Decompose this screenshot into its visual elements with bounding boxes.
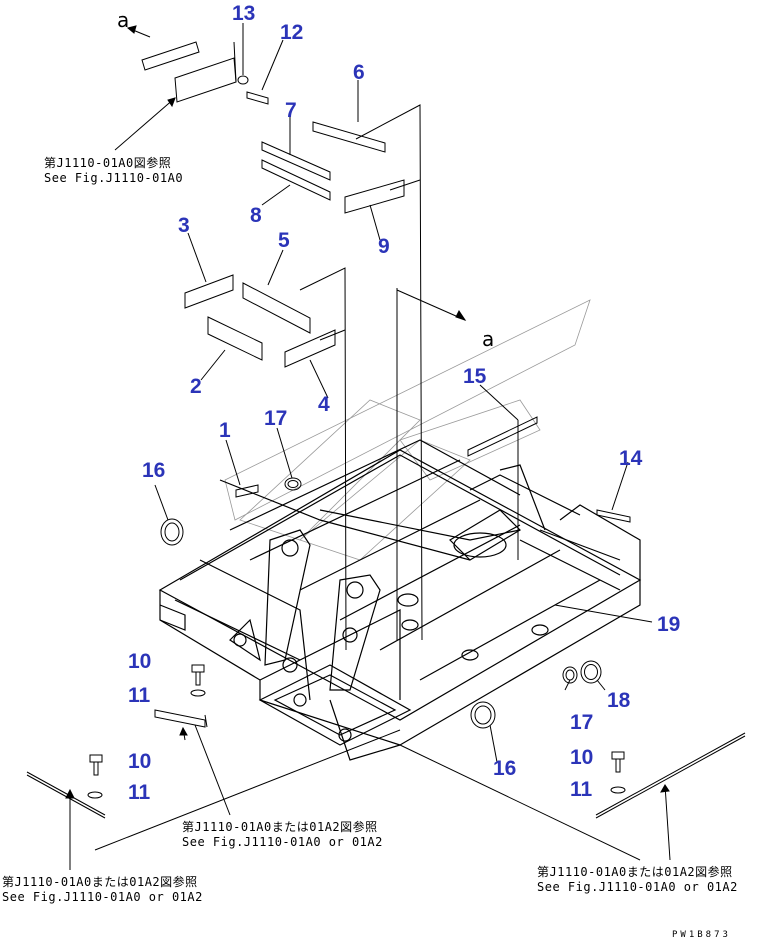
callout-2: 2	[190, 375, 202, 398]
callout-10-right: 10	[570, 746, 594, 769]
callout-14: 14	[619, 447, 643, 470]
reference-top-en: See Fig.J1110-01A0	[44, 171, 184, 185]
reference-center-jp: 第J1110-01A0または01A2図参照	[182, 820, 378, 834]
callout-10-left: 10	[128, 750, 152, 773]
reference-top: 第J1110-01A0図参照 See Fig.J1110-01A0	[44, 156, 183, 186]
callout-7: 7	[285, 99, 297, 122]
callout-13: 13	[232, 2, 256, 25]
callout-5: 5	[278, 229, 290, 252]
arrow-label-a-middle: a	[482, 327, 495, 351]
callout-11-mid: 11	[128, 684, 151, 707]
callout-6: 6	[353, 61, 365, 84]
callout-18: 18	[607, 689, 631, 712]
drawing-code: PW1B873	[672, 930, 731, 940]
reference-top-jp: 第J1110-01A0図参照	[44, 156, 172, 170]
callout-10-mid: 10	[128, 650, 152, 673]
reference-right-jp: 第J1110-01A0または01A2図参照	[537, 865, 733, 879]
reference-right: 第J1110-01A0または01A2図参照 See Fig.J1110-01A0…	[537, 865, 738, 895]
callout-19: 19	[657, 613, 681, 636]
callout-11-left: 11	[128, 781, 151, 804]
callout-17-bottom: 17	[570, 711, 594, 734]
callout-9: 9	[378, 235, 390, 258]
callout-16-bottom: 16	[493, 757, 517, 780]
reference-center: 第J1110-01A0または01A2図参照 See Fig.J1110-01A0…	[182, 820, 383, 850]
callout-15: 15	[463, 365, 487, 388]
arrow-label-a-top: a	[117, 8, 130, 32]
reference-left: 第J1110-01A0または01A2図参照 See Fig.J1110-01A0…	[2, 875, 203, 905]
reference-right-en: See Fig.J1110-01A0 or 01A2	[537, 880, 738, 894]
main-frame	[158, 439, 642, 761]
callout-3: 3	[178, 214, 190, 237]
callout-11-right: 11	[570, 778, 593, 801]
callout-8: 8	[250, 204, 262, 227]
callout-17-top: 17	[264, 407, 288, 430]
callout-16-top: 16	[142, 459, 166, 482]
callout-1: 1	[219, 419, 231, 442]
reference-left-jp: 第J1110-01A0または01A2図参照	[2, 875, 198, 889]
callout-4: 4	[318, 393, 330, 416]
reference-center-en: See Fig.J1110-01A0 or 01A2	[182, 835, 383, 849]
watermark	[224, 299, 591, 561]
callout-12: 12	[280, 21, 304, 44]
plate-a	[141, 41, 237, 103]
reference-left-en: See Fig.J1110-01A0 or 01A2	[2, 890, 203, 904]
